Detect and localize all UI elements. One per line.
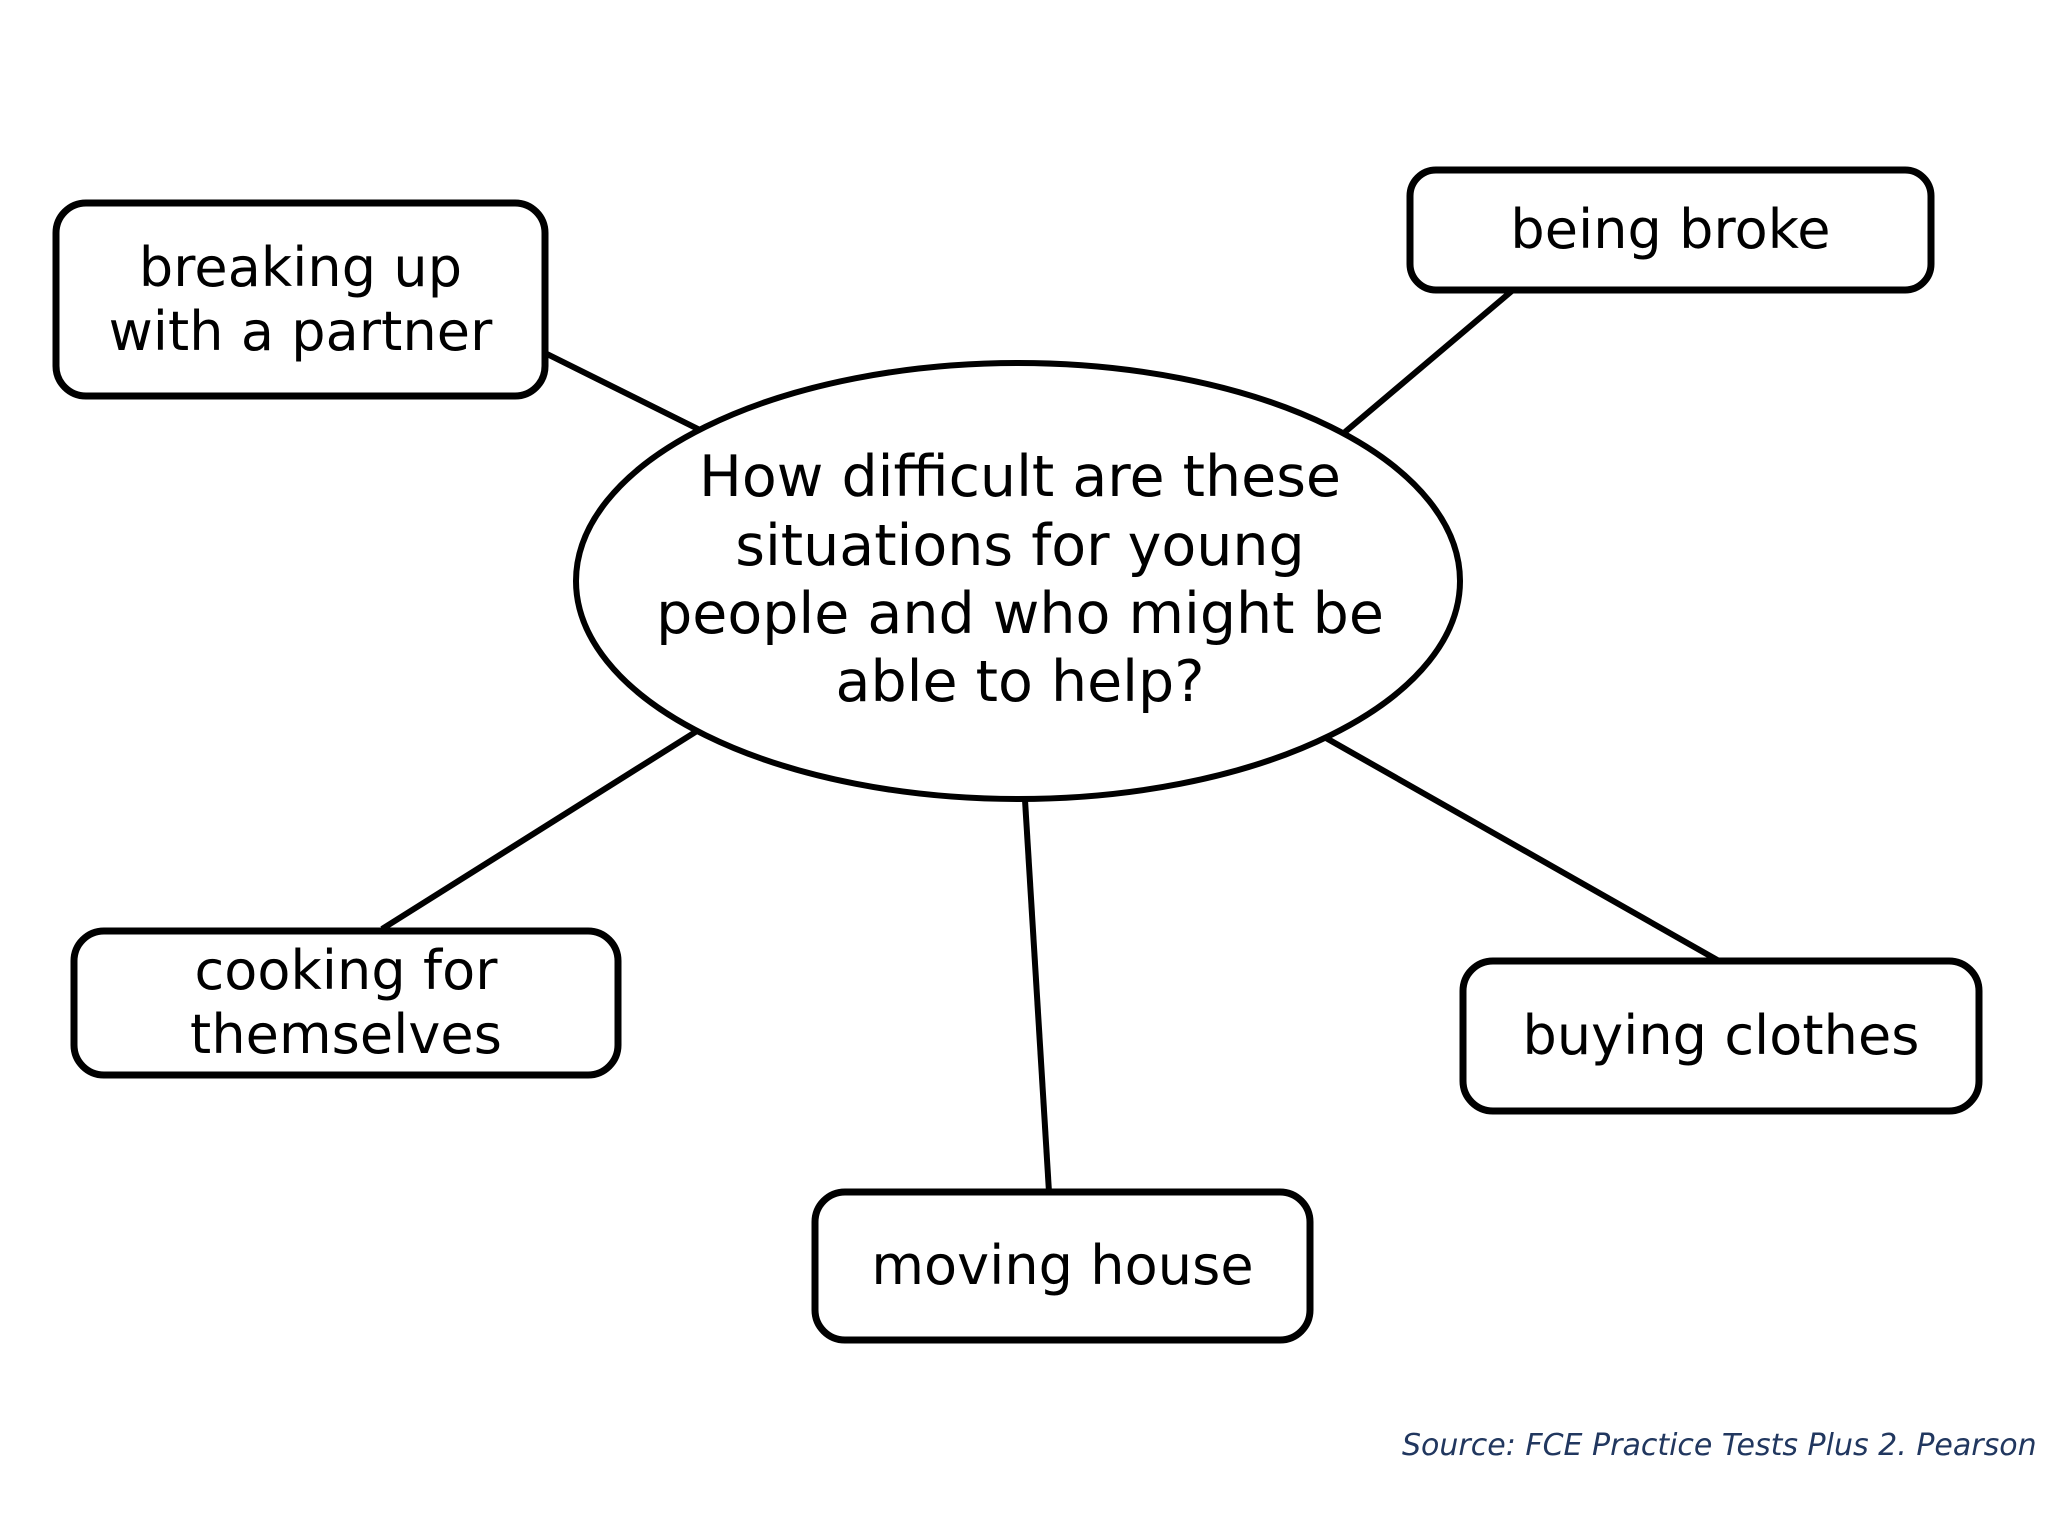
node-box-being-broke[interactable] xyxy=(1406,166,1935,294)
connector-moving-house xyxy=(1022,799,1052,1193)
node-box-buying-clothes[interactable] xyxy=(1459,957,1983,1115)
source-attribution: Source: FCE Practice Tests Plus 2. Pears… xyxy=(1402,1428,2037,1463)
node-box-cooking-for-themselves[interactable] xyxy=(70,927,622,1079)
connector-breaking-up xyxy=(543,350,702,433)
connector-being-broke xyxy=(1343,287,1515,435)
node-box-breaking-up-with-a-partner[interactable] xyxy=(52,199,549,400)
connector-buying-clothes xyxy=(1324,735,1721,964)
center-ellipse[interactable] xyxy=(573,360,1463,802)
node-box-moving-house[interactable] xyxy=(811,1188,1314,1344)
connector-cooking-for-themselves xyxy=(380,728,699,932)
